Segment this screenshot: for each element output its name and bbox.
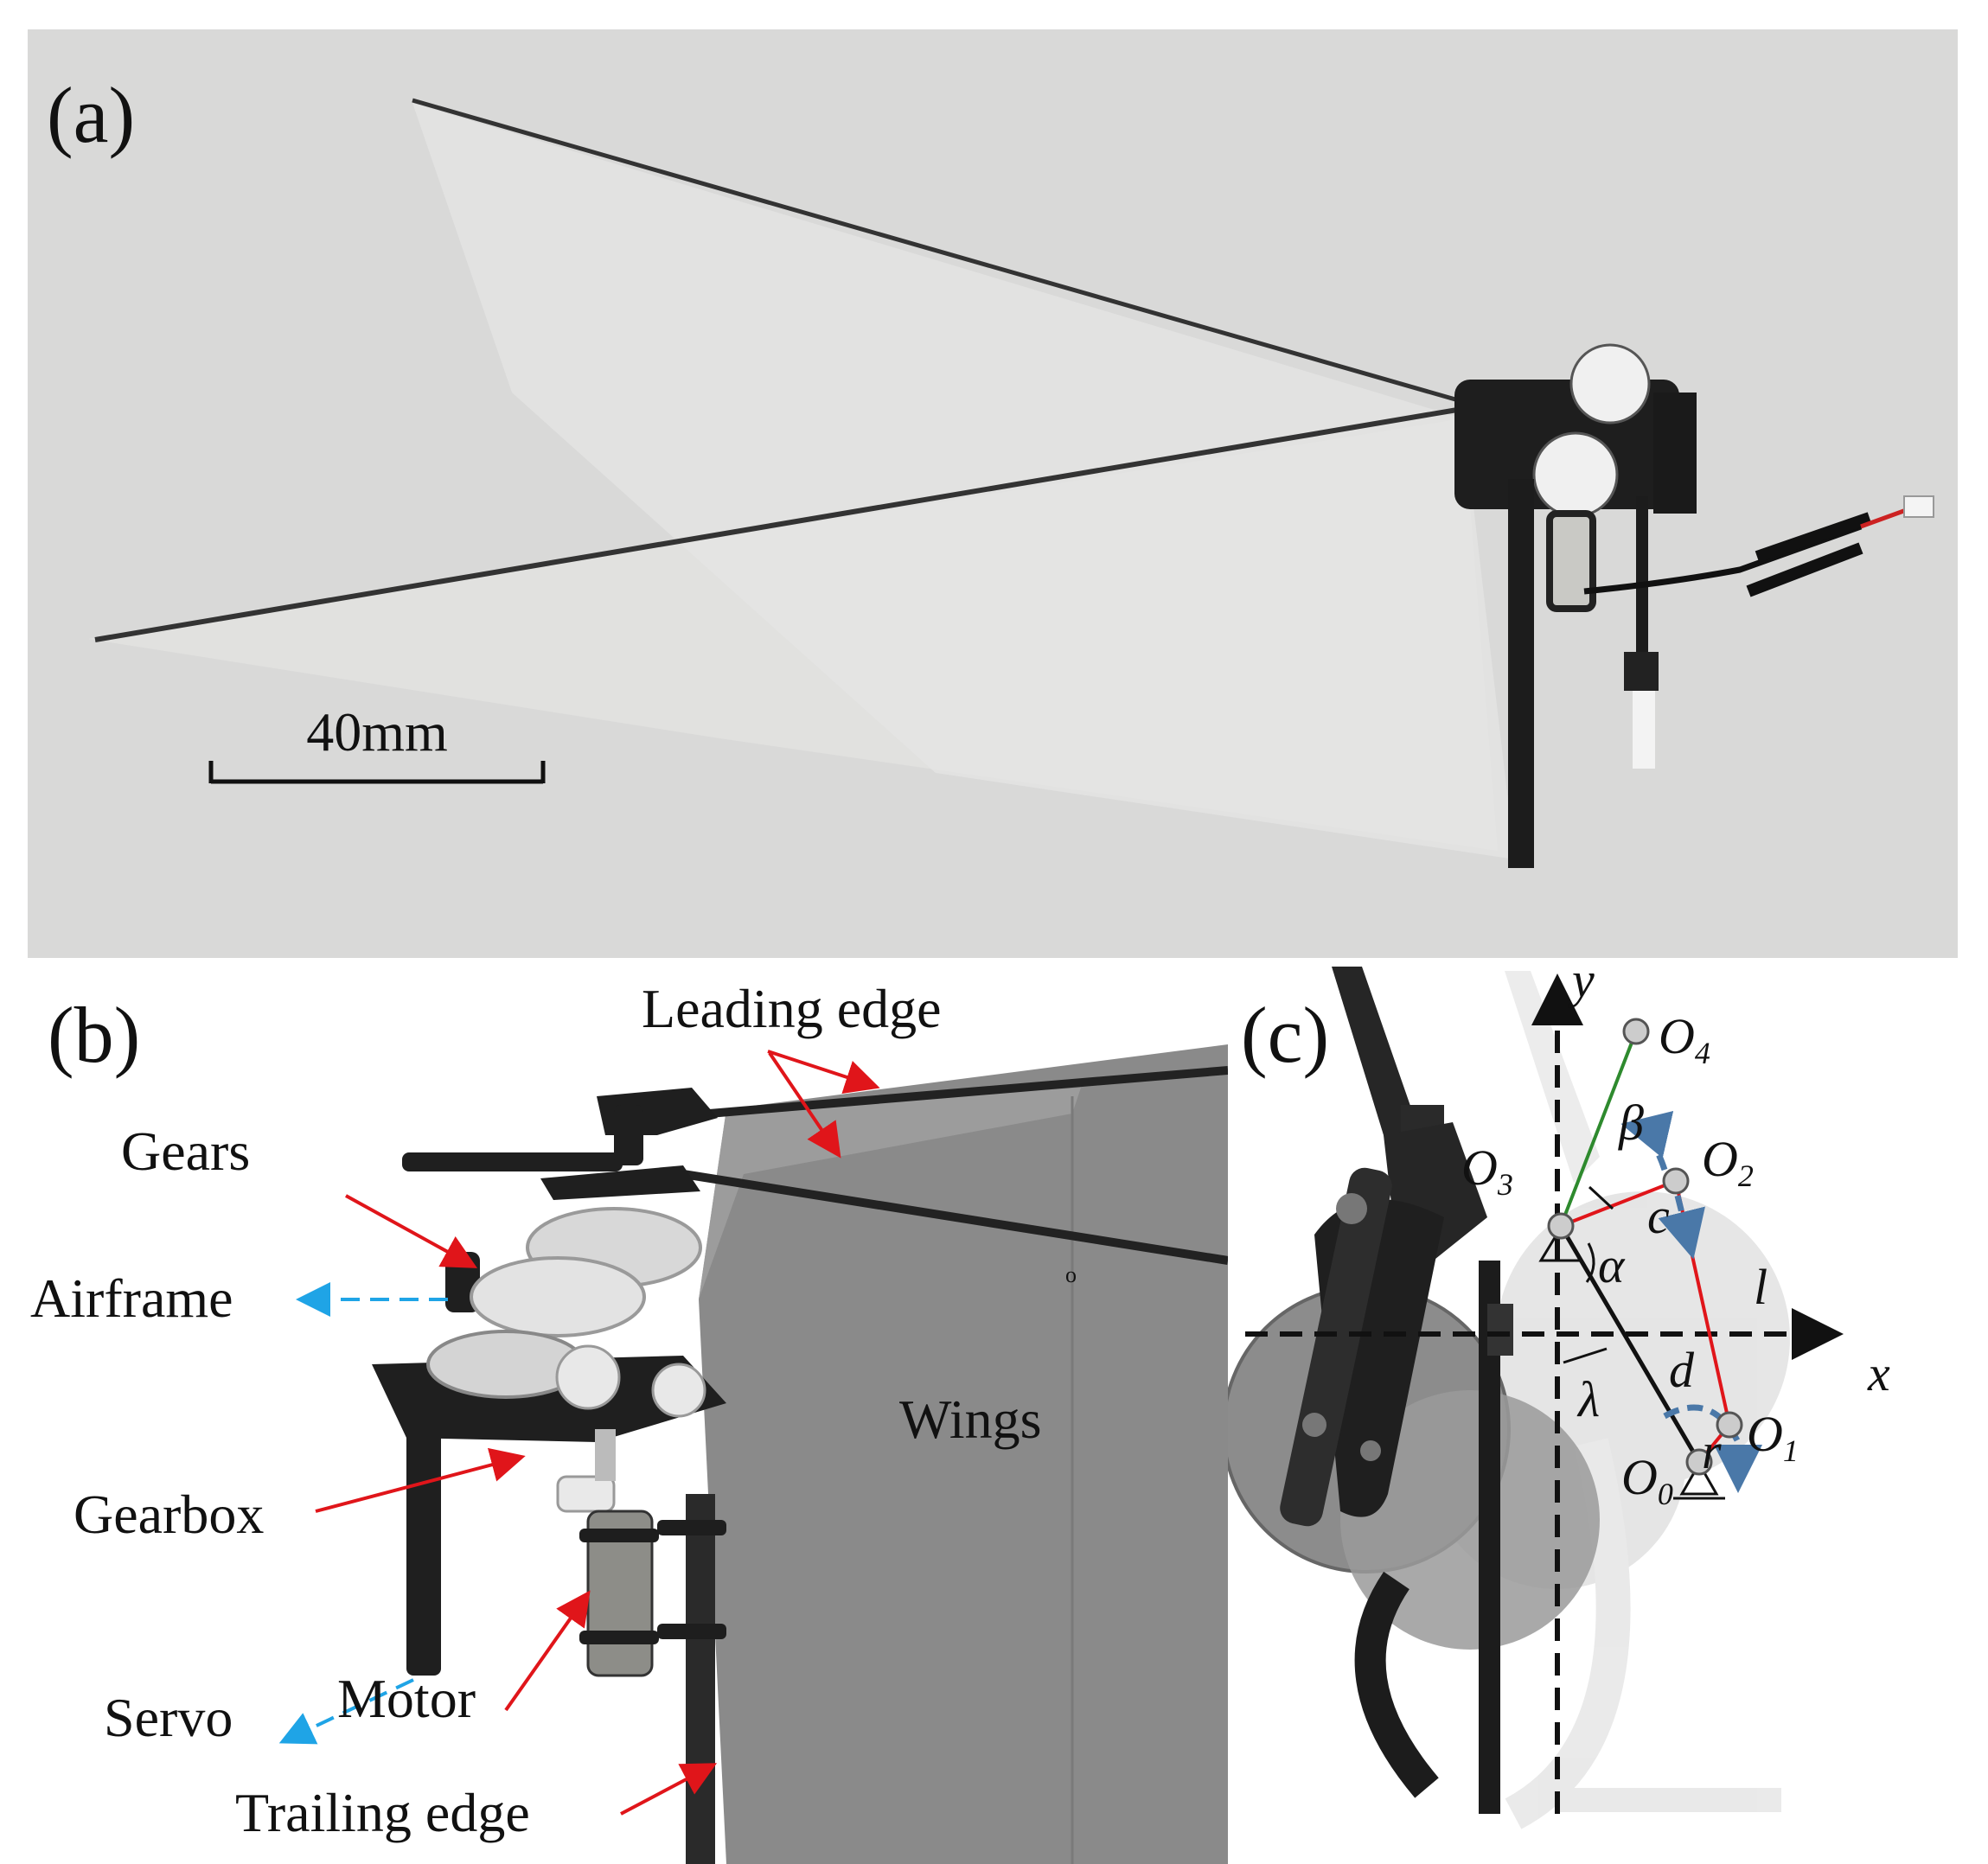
rotation-arrow-o2 [1620,1111,1674,1171]
gears-arrow [345,1194,478,1268]
trailing-edge-clip [657,1520,726,1535]
motor [556,1429,659,1677]
motor-label: Motor [337,1668,476,1729]
scale-bar: 40mm [208,701,546,784]
panel-b-label: (b) [48,991,140,1079]
rotation-arrow-l [1658,1195,1705,1260]
lambda-label: λ [1576,1371,1600,1427]
link-c [1560,1179,1677,1228]
trailing-edge-spar [686,1494,715,1864]
mechanism-left-half [1228,967,1600,1814]
panel-c-graphic: (c) y x O4 O2 O3 O1 O0 β α λ c l d r [1228,958,1890,1829]
link-d [1558,1224,1702,1464]
wing-panel [699,1044,1228,1864]
wings-label: Wings [899,1388,1042,1450]
gearbox-label: Gearbox [74,1484,264,1545]
wing-link-green [1559,1031,1638,1227]
gears-label: Gears [121,1120,250,1182]
motor-arrow [504,1590,591,1712]
joint-o3 [1547,1212,1575,1240]
panel-c-kinematics: (c) y x O4 O2 O3 O1 O0 β α λ c l d r [1228,958,1988,1864]
lambda-arc [1563,1347,1608,1364]
wing-small-mark: o [1065,1262,1077,1287]
joint-o4 [1622,1018,1650,1045]
point-o0-label: O0 [1621,1449,1673,1511]
wing-panel-top [699,1088,1081,1299]
beta-arc [1588,1185,1614,1210]
leading-edge-spar-lower [94,405,1468,642]
panel-a-graphic: 40mm (a) [47,71,1934,868]
joint-o2 [1662,1167,1690,1195]
ground-o3 [1538,1225,1583,1262]
trailing-edge-clip-2 [657,1624,726,1639]
leading-edge-arrow-2 [768,1051,841,1159]
servo-label: Servo [104,1687,233,1748]
c-label: c [1647,1188,1670,1244]
joint-o0 [1685,1448,1713,1476]
ground-o0 [1679,1460,1719,1496]
point-o1-label: O1 [1747,1406,1799,1468]
panel-a-photo: 40mm (a) [28,29,1958,959]
trailing-edge-label: Trailing edge [235,1782,530,1843]
beta-label: β [1618,1095,1644,1151]
joint-o1 [1716,1411,1743,1439]
leading-edge-arrow-1 [767,1050,880,1095]
gears [426,1207,706,1418]
panel-a-label: (a) [47,71,135,159]
trailing-edge-arrow [620,1763,718,1816]
point-o3-label: O3 [1461,1139,1513,1202]
d-label: d [1669,1342,1695,1398]
point-o4-label: O4 [1659,1008,1710,1070]
alpha-label: α [1598,1237,1626,1293]
servo-arrow [278,1678,414,1745]
r-label: r [1702,1423,1722,1479]
scale-bar-label: 40mm [306,701,448,763]
gearbox-arrow [315,1447,526,1513]
leading-edge-spar-upper [412,98,1468,405]
panel-b-graphic: (b) Leading edge Gears Airframe Gearbox … [30,978,1228,1864]
panel-c-label: (c) [1241,991,1329,1079]
wing-membrane-lower [88,418,1498,851]
flapping-mechanism [1454,343,1934,868]
leading-edge-spar-1 [656,1066,1228,1122]
point-o2-label: O2 [1702,1131,1754,1193]
alpha-arc [1585,1242,1595,1283]
leading-edge-label: Leading edge [642,978,942,1039]
rotation-arrow-crank [1663,1404,1762,1493]
airframe-label: Airframe [30,1267,233,1329]
panel-b-exploded-view: (b) Leading edge Gears Airframe Gearbox … [0,958,1228,1864]
y-axis-label: y [1568,958,1595,1008]
leading-edge-spar-2 [682,1170,1228,1265]
x-axis-label: x [1867,1345,1890,1401]
l-label: l [1754,1259,1767,1315]
